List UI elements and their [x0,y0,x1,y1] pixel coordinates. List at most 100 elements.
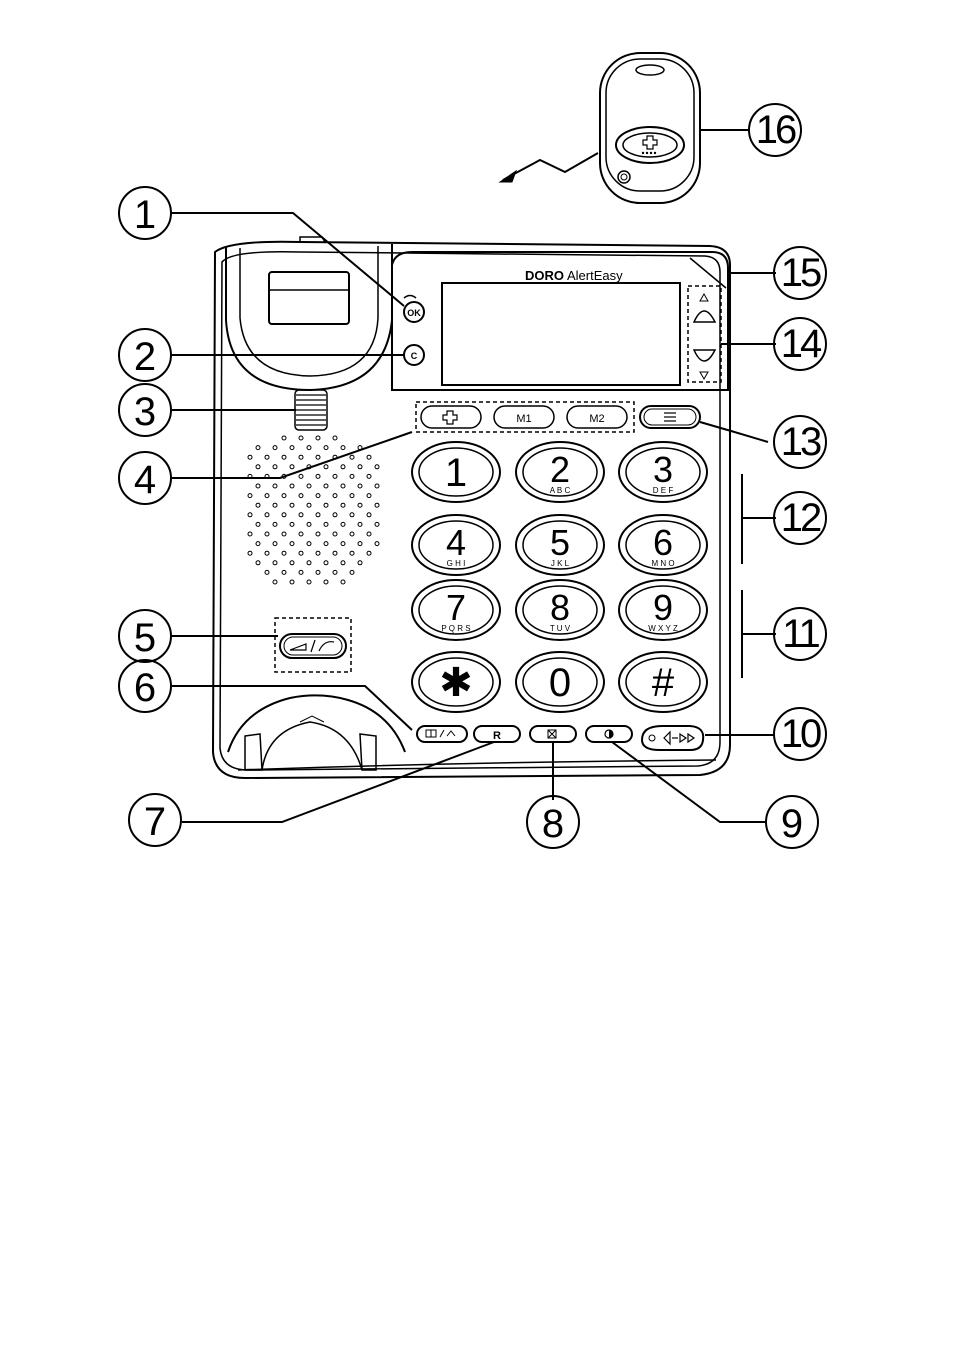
grille-hole [323,541,329,547]
volume-boost-button[interactable] [640,725,705,751]
remote-pendant [599,52,701,204]
grille-hole [366,512,372,518]
handsfree-icon [289,639,335,653]
grille-hole [255,464,261,470]
grille-hole [315,569,321,575]
speaker-grille [247,435,380,585]
grille-hole [281,569,287,575]
r-button[interactable]: R [473,725,521,743]
grille-hole [315,550,321,556]
doro-logo: DORO AlertEasy [525,268,623,283]
m1-button[interactable]: M1 [493,405,555,429]
grille-hole [255,445,261,451]
key-7[interactable]: 7P Q R S [411,579,501,641]
grille-hole [264,550,270,556]
c-button[interactable]: C [403,344,425,366]
key-5[interactable]: 5J K L [515,514,605,576]
volume-icon [604,729,614,739]
callout-number: 13 [781,420,821,464]
key-11[interactable]: 0 [515,651,605,713]
grille-hole [289,445,295,451]
grille-hole [264,569,270,575]
ring-volume-button[interactable] [585,725,633,743]
menu-button[interactable] [639,405,701,429]
svg-text:M1: M1 [516,413,531,425]
key-9[interactable]: 9W X Y Z [618,579,708,641]
grille-hole [272,502,278,508]
key-digit: 9 [653,587,673,628]
callout-number: 14 [781,322,822,366]
grille-hole [264,493,270,499]
grille-hole [281,493,287,499]
arrow-head-icon [498,169,518,183]
callout-number: 8 [542,802,564,846]
signal-arrow [502,152,599,181]
grille-hole [349,569,355,575]
key-4[interactable]: 4G H I [411,514,501,576]
key-10[interactable]: ✱ [411,651,501,713]
key-12[interactable]: # [618,651,708,713]
grille-hole [323,521,329,527]
grille-hole [298,435,304,441]
pendant-dots [641,151,657,155]
key-letters: G H I [447,559,466,568]
phonebook-icon [425,729,456,738]
emergency-memory-button[interactable] [420,405,482,429]
svg-text:C: C [411,351,418,361]
grille-hole [349,550,355,556]
grille-hole [306,541,312,547]
key-letters: W X Y Z [648,624,678,633]
key-letters: M N O [651,559,674,568]
callout-1: 1 [118,186,172,240]
key-1[interactable]: 1 [411,441,501,503]
key-3[interactable]: 3D E F [618,441,708,503]
grille-hole [255,560,261,566]
key-letters: J K L [551,559,570,568]
scroll-up-button[interactable] [692,310,717,323]
grille-hole [349,531,355,537]
callout-number: 15 [781,251,821,295]
grille-hole [289,521,295,527]
handsfree-button[interactable] [279,633,347,659]
grille-hole [272,445,278,451]
grille-hole [255,483,261,489]
callout-9: 9 [765,795,819,849]
callout-12: 12 [773,491,827,545]
grille-hole [306,560,312,566]
grille-hole [366,550,372,556]
key-2[interactable]: 2A B C [515,441,605,503]
callout-number: 1 [134,193,156,237]
grille-hole [332,473,338,479]
grille-hole [298,493,304,499]
m2-button[interactable]: M2 [566,405,628,429]
grille-hole [264,512,270,518]
scroll-buttons-group [687,285,722,383]
key-digit: 6 [653,522,673,563]
key-digit: 7 [446,587,466,628]
grille-hole [374,502,380,508]
key-letters: D E F [653,486,674,495]
key-digit: # [652,661,675,705]
grille-hole [323,579,329,585]
grille-hole [289,483,295,489]
grille-hole [349,473,355,479]
grille-hole [374,464,380,470]
grille-hole [281,512,287,518]
grille-hole [323,502,329,508]
grille-hole [298,531,304,537]
grille-hole [298,473,304,479]
scroll-down-button[interactable] [692,349,717,362]
phonebook-button[interactable] [416,725,468,743]
key-8[interactable]: 8T U V [515,579,605,641]
callout-16: 16 [748,103,802,157]
callout-number: 12 [781,496,821,540]
handset-bottom [227,694,406,771]
mute-button[interactable] [529,725,577,743]
ok-button[interactable]: OK [403,301,425,323]
key-6[interactable]: 6M N O [618,514,708,576]
grille-hole [289,560,295,566]
